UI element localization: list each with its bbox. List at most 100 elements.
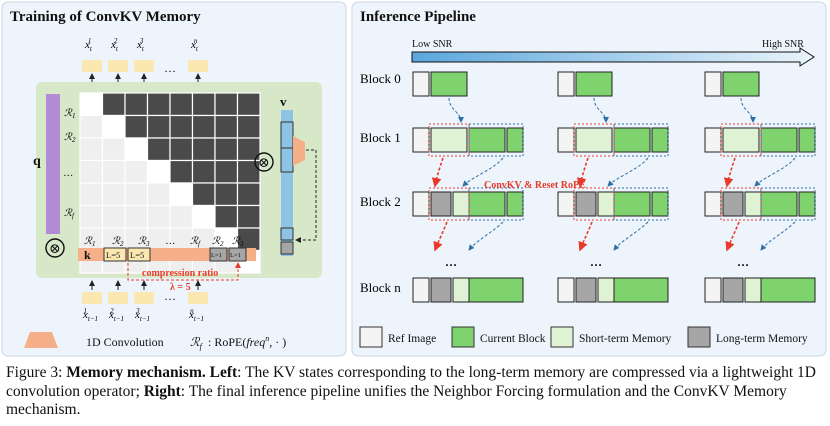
rope-freq: freq — [246, 335, 265, 349]
legend-current-label: Current Block — [480, 333, 546, 345]
k-label: k — [84, 248, 91, 262]
blue-window — [760, 123, 816, 157]
current-block-cell — [760, 127, 798, 153]
ref-image-cell — [412, 277, 430, 303]
current-block-cell — [613, 127, 651, 153]
input-token-label: xt−12 — [108, 307, 124, 323]
attention-cell — [124, 137, 149, 162]
row-label: ℛ1 — [64, 108, 75, 120]
current-block-cell — [760, 191, 798, 217]
attention-cell — [169, 92, 194, 117]
current-block-cell — [722, 71, 760, 97]
ref-image-cell — [557, 71, 575, 97]
attention-cell — [191, 114, 216, 139]
output-token-label: xt3 — [136, 37, 145, 53]
v-conv-trapezoid — [293, 136, 305, 166]
compression-label: compression ratio — [142, 268, 218, 279]
attention-cell — [236, 204, 261, 229]
right-panel-title: Inference Pipeline — [360, 9, 476, 25]
k-box-1-label: L=5 — [106, 250, 120, 260]
column-label: ℛ2 — [112, 236, 124, 248]
svg-text:ℛf: ℛf — [190, 335, 204, 351]
long-term-cell — [575, 191, 597, 217]
long-term-cell — [575, 277, 597, 303]
short-term-cell — [575, 127, 613, 153]
attention-cell — [79, 182, 104, 207]
caption-bold-2: Right — [143, 382, 181, 400]
block-label: Block n — [360, 280, 401, 295]
continuation-dots: … — [737, 255, 749, 269]
output-token-label: xt1 — [84, 37, 93, 53]
block-label: Block 0 — [360, 71, 401, 86]
input-token — [188, 292, 208, 304]
short-term-cell — [744, 191, 762, 217]
attention-cell — [191, 92, 216, 117]
snr-high-label: High SNR — [762, 39, 804, 50]
pipeline-rows: … … … — [412, 71, 816, 303]
continuation-dots: … — [445, 255, 457, 269]
short-term-cell — [597, 191, 615, 217]
rope-sub: f — [200, 342, 204, 351]
convkv-arrow — [723, 157, 736, 188]
attention-cell — [101, 204, 126, 229]
blue-window — [760, 187, 816, 221]
attention-cell — [191, 204, 216, 229]
current-block-cell — [468, 127, 506, 153]
block-labels: Block 0 Block 1 Block 2 Block n — [360, 71, 401, 295]
row-label: ℛ2 — [64, 132, 76, 144]
attention-cell — [191, 182, 216, 207]
continuation-dots: … — [590, 255, 602, 269]
output-token — [188, 60, 208, 72]
attention-cell — [101, 159, 126, 184]
row-label: ℛf — [64, 208, 75, 220]
output-dots: … — [164, 61, 176, 75]
v-compress-arrow — [295, 149, 317, 243]
v-bracket — [280, 121, 294, 173]
short-term-cell — [430, 127, 468, 153]
attention-cell — [169, 114, 194, 139]
conv-legend-swatch — [24, 332, 58, 348]
current-block-cell — [651, 191, 669, 217]
lambda-label: λ = 5 — [170, 282, 191, 293]
convkv-label: ConvKV & Reset RoPE — [484, 180, 586, 191]
current-block-cell — [506, 191, 524, 217]
flow-arrow — [754, 157, 796, 187]
flow-arrow — [607, 157, 649, 187]
k-box-3 — [209, 247, 228, 262]
current-block-cell — [613, 191, 651, 217]
attention-cell — [236, 159, 261, 184]
ref-image-cell — [557, 191, 575, 217]
current-block-cell — [760, 277, 816, 303]
attention-cell — [124, 92, 149, 117]
ref-image-cell — [704, 277, 722, 303]
attention-cell — [169, 182, 194, 207]
current-block-cell — [798, 127, 816, 153]
column-label: ℛ3 — [138, 236, 150, 248]
attention-cell — [214, 92, 239, 117]
otimes-right — [254, 152, 274, 172]
attention-cell — [191, 137, 216, 162]
long-term-cell — [722, 277, 744, 303]
attention-cell — [236, 114, 261, 139]
long-term-cell — [722, 191, 744, 217]
flow-arrow — [613, 221, 649, 251]
otimes-right-symbol: ⊗ — [258, 156, 270, 171]
attention-cell — [169, 159, 194, 184]
flow-arrow — [468, 221, 504, 251]
column-label: … — [166, 236, 175, 247]
ref-image-cell — [412, 191, 430, 217]
legend-long-swatch — [687, 326, 711, 348]
output-token — [82, 60, 102, 72]
attention-cell — [101, 137, 126, 162]
row-label: … — [64, 168, 73, 179]
k-box-4 — [228, 247, 247, 262]
current-block-cell — [430, 71, 468, 97]
block-label: Block 2 — [360, 194, 401, 209]
attention-cell — [146, 204, 171, 229]
legend-ref-swatch — [359, 326, 383, 348]
block-label: Block 1 — [360, 130, 401, 145]
compression-arrow — [127, 262, 241, 281]
